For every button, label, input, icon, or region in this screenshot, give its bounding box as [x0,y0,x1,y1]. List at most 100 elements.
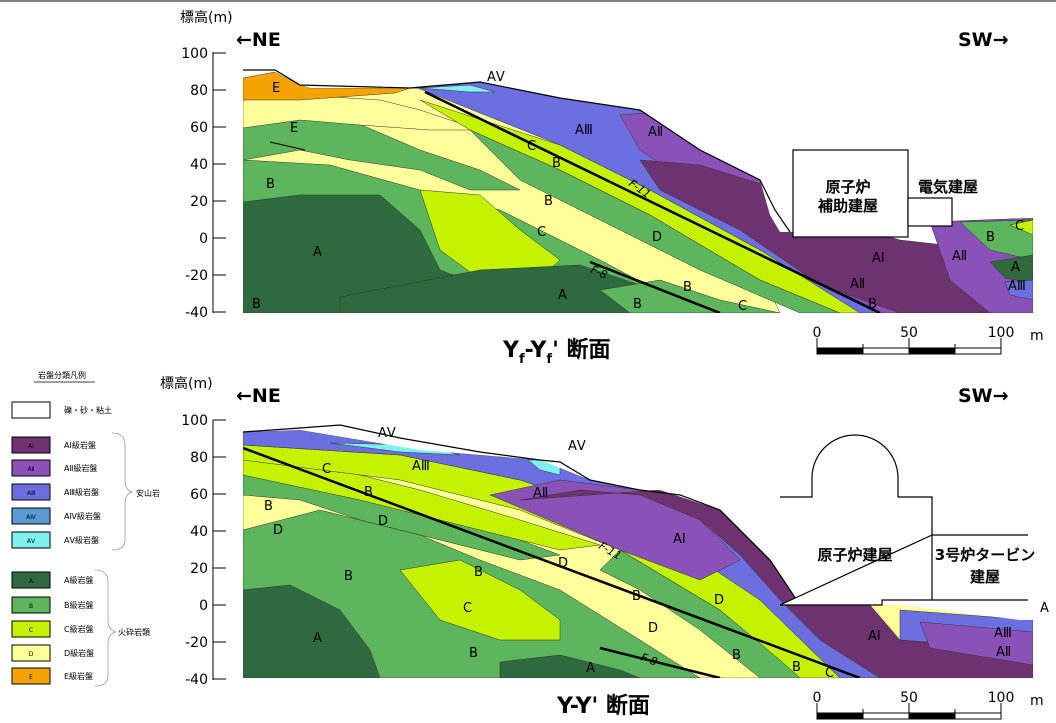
bot-label-d1: D [378,514,388,529]
legend-swatch-aii [11,459,51,477]
top-label-e: E [272,81,280,96]
legend-swatch-av [11,531,51,549]
top-building-aux-label-2: 補助建屋 [817,197,878,215]
bot-label-d5: D [648,621,658,636]
top-label-aii: AⅡ [648,125,663,140]
top-ytick-100: 100 [181,46,208,62]
bottom-ytick-40: 40 [190,524,208,540]
top-label-b7: B [868,297,877,312]
top-label-e2: E [290,121,298,136]
bot-label-aii2: AⅡ [996,645,1011,660]
top-label-c2: C [537,225,546,240]
top-dir-ne: ←NE [236,29,281,51]
top-label-aiii2: AⅢ [1008,279,1026,294]
legend-label-gravel: 礫・砂・粘土 [64,405,112,415]
top-zone-b-bottom [599,279,781,313]
bot-label-b1: B [364,485,373,500]
legend-swatch-d [11,644,51,662]
legend-code-ai: AⅠ [28,443,34,450]
bottom-section-title: Y-Y' 断面 [556,693,650,719]
legend-title: 岩盤分類凡例 [38,370,86,380]
top-label-b2: B [266,177,275,192]
bottom-scale-unit: m [1030,693,1044,709]
top-label-d: D [652,230,662,245]
bottom-building-reactor [779,434,1028,606]
legend-code-av: AⅤ [27,538,36,545]
bot-label-d4: D [714,593,724,608]
legend-code-b: B [29,603,33,610]
top-dir-sw: SW→ [958,29,1009,51]
bot-label-b5: B [632,589,641,604]
bot-label-c3: C [825,666,834,681]
legend-label-aii: AⅡ級岩盤 [64,463,97,473]
top-fault-f8 [589,260,721,313]
top-ytick-60: 60 [190,120,208,136]
top-zone-d-upper [243,94,481,131]
top-label-c3: C [738,299,747,314]
bottom-ground-line [243,424,801,606]
bottom-ytick-20: 20 [190,561,208,577]
bot-label-c2: C [463,601,472,616]
bot-label-c1: C [322,462,331,477]
bottom-y-ticks [213,419,226,680]
top-ground-line [243,69,791,233]
bottom-building-reactor-label: 原子炉建屋 [817,546,892,564]
top-scale-unit: m [1030,328,1044,344]
top-fault-f11 [424,90,881,313]
top-label-aii3: AⅡ [952,249,967,264]
legend-code-d: D [29,651,34,658]
top-label-c1: C [527,139,536,154]
top-scale-0: 0 [813,325,822,341]
legend-label-aiii: AⅢ級岩盤 [64,487,99,497]
legend-label-ai: AⅠ級岩盤 [64,440,96,450]
bot-label-a3: A [1040,601,1049,616]
top-label-b3: B [544,194,553,209]
top-label-c4: C [1015,219,1024,234]
top-zone-av [419,84,496,93]
bottom-ytick-60: 60 [190,487,208,503]
bot-label-b4: B [344,569,353,584]
bot-label-ai2: AⅠ [868,629,881,644]
top-label-b8: B [986,230,995,245]
legend-code-c: C [29,627,33,634]
bot-label-av1: AⅤ [378,426,396,441]
top-e-marker [269,141,306,151]
bottom-ytick-0: 0 [199,598,208,614]
top-zone-b-band [469,129,841,313]
bot-label-av2: AⅤ [568,439,586,454]
legend-label-c: C級岩盤 [64,624,94,634]
bot-label-a2: A [586,661,595,676]
bottom-scale-bar [816,703,1002,720]
top-building-electric-label: 電気建屋 [918,178,978,196]
top-label-b4: B [683,280,692,295]
bottom-zone-a-bottom [499,654,641,678]
bottom-fault-f8-label: F-8 [639,651,659,669]
top-label-aii2: AⅡ [850,277,865,292]
bot-label-b8: B [792,660,801,675]
legend-label-aiv: AⅣ級岩盤 [64,511,101,521]
bot-label-aii: AⅡ [533,486,548,501]
bot-label-b6: B [469,646,478,661]
top-ylabel: 標高(m) [180,9,233,26]
legend-group-pyroclastic: 火砕岩類 [118,627,150,637]
bottom-dir-sw: SW→ [958,385,1009,407]
legend-code-e: E [29,674,33,681]
top-label-av: AⅤ [487,70,505,85]
top-ytick-m20: -20 [185,268,208,284]
bottom-scale-50: 50 [900,690,918,706]
bottom-zone-aii [489,479,741,581]
top-zone-a-right [989,254,1033,284]
bottom-zone-aii-right [919,621,1033,666]
bot-label-b3: B [474,565,483,580]
top-zone-c-right [1009,219,1033,236]
top-ytick-80: 80 [190,83,208,99]
bottom-building-turbine-label-2: 建屋 [970,568,1000,586]
legend-code-aiii: AⅢ [27,490,35,497]
bot-label-a1: A [313,631,322,646]
bottom-ylabel: 標高(m) [160,375,213,392]
bottom-zone-b-band [599,549,801,678]
top-building-electric [907,197,953,227]
top-scale-100: 100 [988,325,1015,341]
top-zone-aiii-right [1004,279,1033,301]
